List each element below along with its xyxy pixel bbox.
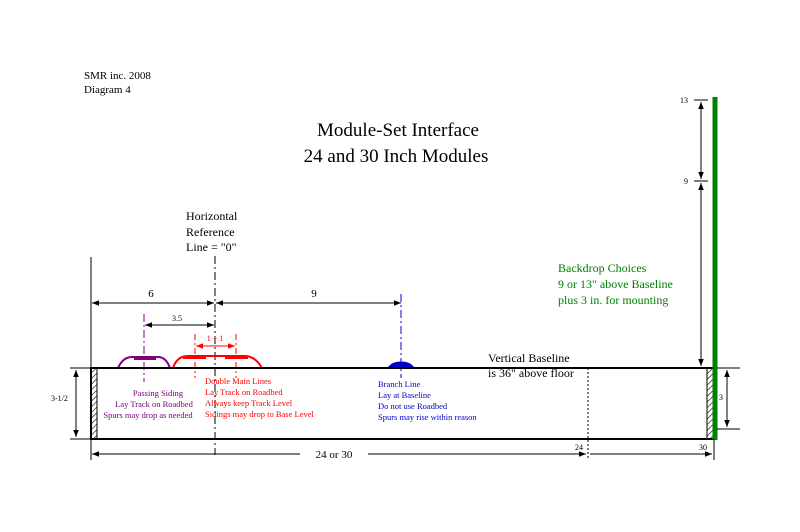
branch-line-note-4: Spurs may rise within reason [378, 412, 477, 422]
company-label: SMR inc. 2008 [84, 70, 151, 82]
backdrop-note-2: 9 or 13" above Baseline [558, 277, 673, 291]
dimension-3-5-label: 3.5 [172, 314, 182, 323]
passing-siding-note-2: Lay Track on Roadbed [115, 399, 193, 409]
dimension-1-1-label: 1 + 1 [207, 334, 224, 343]
double-main-note-3: Always keep Track Level [205, 398, 293, 408]
baseline-label-2: is 36" above floor [488, 366, 574, 380]
backdrop-note-3: plus 3 in. for mounting [558, 293, 668, 307]
branch-line-track [387, 361, 415, 369]
marker-24-label: 24 [575, 443, 583, 452]
title-line-2: 24 and 30 Inch Modules [304, 146, 489, 167]
dimension-6-label: 6 [148, 288, 154, 300]
double-main-note-2: Lay Track on Roadbed [205, 387, 283, 397]
diagram-label: Diagram 4 [84, 84, 131, 96]
passing-siding-roadbed [116, 356, 172, 369]
double-main-roadbed [171, 355, 264, 369]
marker-30-label: 30 [699, 443, 707, 452]
title-line-1: Module-Set Interface [317, 120, 479, 141]
branch-line-note-3: Do not use Roadbed [378, 401, 448, 411]
double-main-note-1: Double Main Lines [205, 376, 271, 386]
reference-label-1: Horizontal [186, 209, 238, 223]
passing-siding-note-1: Passing Siding [133, 388, 184, 398]
branch-line-note-2: Lay at Baseline [378, 390, 431, 400]
double-main-note-4: Sidings may drop to Base Level [205, 409, 314, 419]
branch-line-note-1: Branch Line [378, 379, 420, 389]
reference-label-3: Line = "0" [186, 240, 237, 254]
dimension-9-label: 9 [311, 288, 317, 300]
left-height-label: 3-1/2 [51, 394, 68, 403]
right-height-label: 3 [719, 393, 723, 402]
reference-label-2: Reference [186, 225, 235, 239]
backdrop-9-label: 9 [684, 177, 688, 186]
passing-siding-note-3: Spurs may drop as needed [103, 410, 193, 420]
backdrop-note-1: Backdrop Choices [558, 261, 647, 275]
baseline-label-1: Vertical Baseline [488, 351, 570, 365]
bottom-dimension-label: 24 or 30 [316, 449, 353, 461]
backdrop-13-label: 13 [680, 96, 688, 105]
module-left-end-wall [90, 367, 98, 440]
